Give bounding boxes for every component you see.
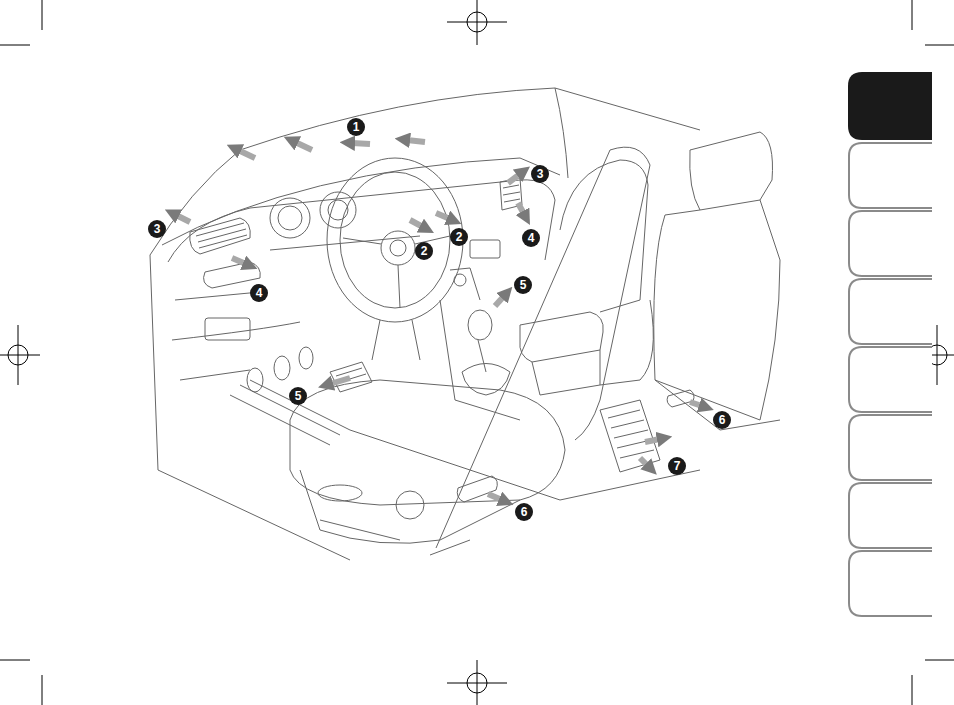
air-flow-arrows [176, 140, 702, 500]
section-tabs [848, 72, 932, 616]
callout-number: 6 [515, 503, 533, 521]
callout-number: 3 [531, 165, 549, 183]
callout-number: 2 [415, 242, 433, 260]
callout-number: 2 [450, 228, 468, 246]
callout-number: 7 [668, 457, 686, 475]
callout-number: 3 [148, 220, 166, 238]
callout-number: 1 [347, 118, 365, 136]
callout-number: 6 [713, 411, 731, 429]
callout-number: 4 [250, 284, 268, 302]
callout-number: 4 [522, 229, 540, 247]
callout-number: 5 [514, 276, 532, 294]
car-line-art [150, 88, 780, 560]
callout-number: 5 [289, 387, 307, 405]
